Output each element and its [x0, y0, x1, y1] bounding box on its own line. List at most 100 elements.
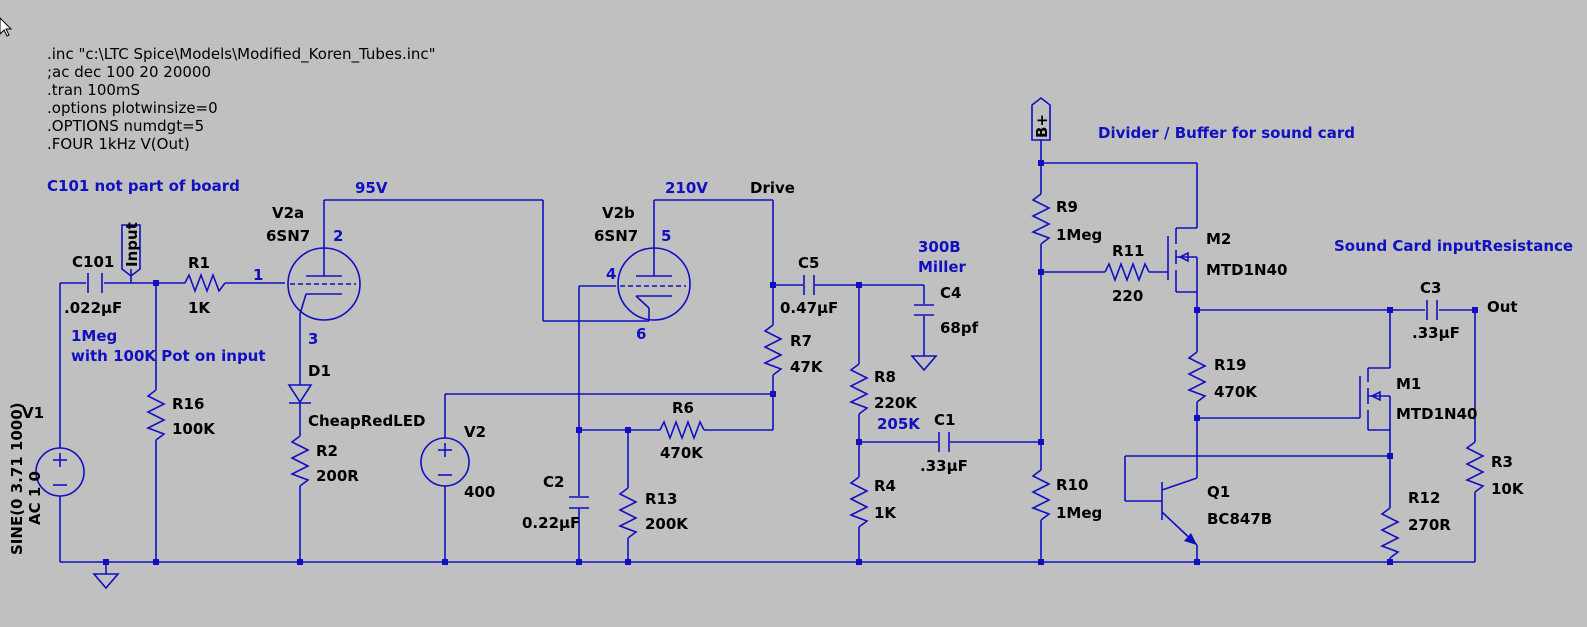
m2-name: M2 — [1206, 230, 1231, 248]
mosfet-m1[interactable]: M1 MTD1N40 — [1359, 367, 1477, 431]
q1-value: BC847B — [1207, 510, 1272, 528]
c101-name: C101 — [72, 253, 114, 271]
resistor-r12[interactable]: R12 270R — [1380, 489, 1451, 559]
net-label-205k[interactable]: 205K — [877, 415, 921, 433]
comment-miller[interactable]: Miller — [918, 258, 967, 276]
r10-value: 1Meg — [1056, 504, 1102, 522]
resistor-r9[interactable]: R9 1Meg — [1031, 193, 1102, 245]
d1-value: CheapRedLED — [308, 412, 425, 430]
c2-value: 0.22µF — [522, 514, 580, 532]
resistor-r11[interactable]: R11 220 — [1104, 242, 1150, 305]
r8-name: R8 — [874, 368, 896, 386]
r16-value: 100K — [172, 420, 216, 438]
v2b-pin-plate: 5 — [661, 227, 671, 245]
r9-name: R9 — [1056, 198, 1078, 216]
c1-name: C1 — [934, 411, 955, 429]
r19-name: R19 — [1214, 356, 1246, 374]
v2-value: 400 — [464, 483, 495, 501]
v2a-pin-grid: 1 — [253, 266, 263, 284]
capacitor-c3[interactable]: C3 .33µF — [1412, 279, 1460, 342]
m1-value: MTD1N40 — [1396, 405, 1477, 423]
capacitor-c2[interactable]: C2 0.22µF — [522, 473, 589, 532]
r3-name: R3 — [1491, 453, 1513, 471]
capacitor-c1[interactable]: C1 .33µF — [920, 411, 968, 475]
r7-name: R7 — [790, 332, 812, 350]
ground-symbol-c4 — [910, 355, 938, 372]
v2-name: V2 — [464, 423, 486, 441]
r16-name: R16 — [172, 395, 204, 413]
net-label-95v[interactable]: 95V — [355, 179, 388, 197]
input-port-flag[interactable]: Input — [121, 222, 141, 278]
resistor-r4[interactable]: R4 1K — [849, 476, 897, 528]
r8-value: 220K — [874, 394, 918, 412]
comment-divider[interactable]: Divider / Buffer for sound card — [1098, 124, 1355, 142]
comment-soundcard[interactable]: Sound Card inputResistance — [1334, 237, 1573, 255]
directive-four: .FOUR 1kHz V(Out) — [47, 135, 190, 153]
v1-value-ac: AC 1 0 — [26, 471, 44, 525]
c2-name: C2 — [543, 473, 564, 491]
triode-v2a[interactable]: V2a 6SN7 2 3 — [266, 204, 361, 348]
c3-name: C3 — [1420, 279, 1441, 297]
directive-ac: ;ac dec 100 20 20000 — [47, 63, 211, 81]
mosfet-m2[interactable]: M2 MTD1N40 — [1167, 227, 1287, 293]
v2a-value: 6SN7 — [266, 227, 310, 245]
capacitor-c4[interactable]: C4 68pf — [914, 284, 979, 337]
net-label-210v[interactable]: 210V — [665, 179, 708, 197]
r12-value: 270R — [1408, 516, 1451, 534]
resistor-r6[interactable]: R6 470K — [659, 399, 705, 462]
q1-name: Q1 — [1207, 483, 1230, 501]
bplus-label: B+ — [1033, 114, 1051, 138]
r9-value: 1Meg — [1056, 226, 1102, 244]
r4-name: R4 — [874, 477, 896, 495]
comment-c101[interactable]: C101 not part of board — [47, 177, 240, 195]
resistor-r1[interactable]: R1 1K — [184, 254, 226, 317]
diode-d1[interactable]: D1 CheapRedLED — [287, 362, 425, 430]
capacitor-c101[interactable]: C101 .022µF — [64, 253, 122, 317]
ground-symbol — [92, 562, 120, 590]
r3-value: 10K — [1491, 480, 1525, 498]
r6-name: R6 — [672, 399, 694, 417]
r1-name: R1 — [188, 254, 210, 272]
r1-value: 1K — [188, 299, 211, 317]
comment-input-pot[interactable]: with 100K Pot on input — [71, 347, 266, 365]
c3-value: .33µF — [1412, 324, 1460, 342]
d1-name: D1 — [308, 362, 331, 380]
spice-directives[interactable]: .inc "c:\LTC Spice\Models\Modified_Koren… — [47, 45, 436, 153]
resistor-r10[interactable]: R10 1Meg — [1031, 469, 1102, 522]
r12-name: R12 — [1408, 489, 1440, 507]
capacitor-c5[interactable]: C5 0.47µF — [780, 254, 838, 317]
resistor-r3[interactable]: R3 10K — [1465, 441, 1525, 498]
net-label-out[interactable]: Out — [1487, 298, 1518, 316]
comment-300b[interactable]: 300B — [918, 238, 961, 256]
resistor-r8[interactable]: R8 220K — [849, 363, 918, 415]
comment-input-1meg[interactable]: 1Meg — [71, 327, 117, 345]
v2a-pin-cathode: 3 — [308, 330, 318, 348]
resistor-r16[interactable]: R16 100K — [146, 389, 216, 441]
mouse-cursor-icon — [0, 17, 13, 37]
c4-name: C4 — [940, 284, 961, 302]
transistor-q1[interactable]: Q1 BC847B — [1161, 477, 1272, 546]
resistor-r7[interactable]: R7 47K — [763, 324, 824, 376]
v2b-pin-cathode: 6 — [636, 325, 646, 343]
v2a-name: V2a — [272, 204, 304, 222]
v2a-pin-plate: 2 — [333, 227, 343, 245]
v1-value-sine: SINE(0 3.71 1000) — [8, 402, 26, 555]
source-v1[interactable]: V1 SINE(0 3.71 1000) AC 1 0 — [8, 402, 85, 555]
triode-v2b[interactable]: V2b 6SN7 5 4 6 — [594, 204, 691, 343]
r7-value: 47K — [790, 358, 824, 376]
v2b-name: V2b — [602, 204, 635, 222]
r4-value: 1K — [874, 504, 897, 522]
c101-value: .022µF — [64, 299, 122, 317]
source-v2[interactable]: V2 400 — [420, 423, 495, 501]
resistor-r2[interactable]: R2 200R — [290, 435, 359, 487]
v2b-pin-grid: 4 — [606, 265, 616, 283]
r11-name: R11 — [1112, 242, 1144, 260]
net-label-drive[interactable]: Drive — [750, 179, 795, 197]
resistor-r19[interactable]: R19 470K — [1187, 351, 1258, 403]
resistor-r13[interactable]: R13 200K — [618, 487, 689, 539]
junction-dots — [103, 160, 1478, 565]
directive-options-plot: .options plotwinsize=0 — [47, 99, 218, 117]
bplus-power-flag[interactable]: B+ — [1031, 96, 1051, 141]
r19-value: 470K — [1214, 383, 1258, 401]
